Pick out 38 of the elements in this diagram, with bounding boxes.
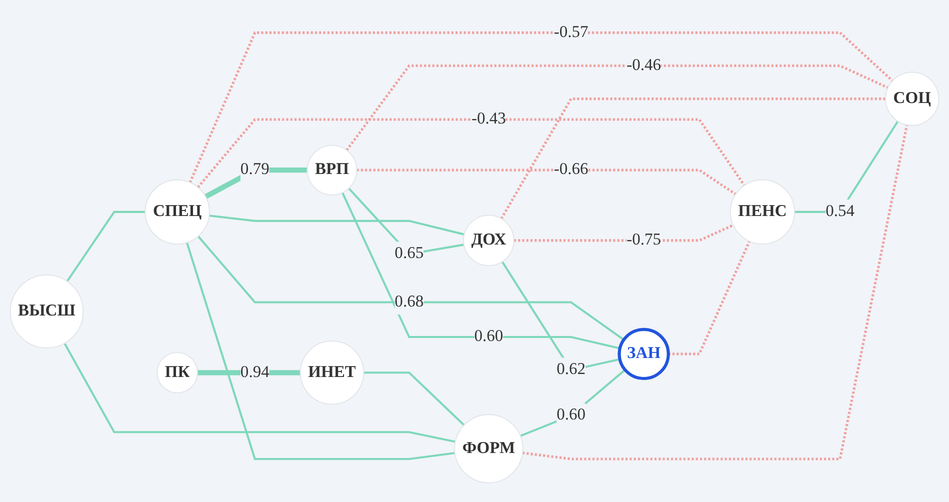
edge-label: -0.57 bbox=[554, 22, 588, 40]
connector bbox=[64, 342, 456, 442]
node-circle: ВРП bbox=[306, 144, 358, 195]
edge-label: 0.62 bbox=[556, 360, 586, 378]
node-circle: СОЦ bbox=[885, 71, 940, 126]
connector bbox=[522, 124, 908, 460]
edge-label: 0.60 bbox=[556, 406, 586, 424]
node-circle: ДОХ bbox=[463, 214, 514, 266]
edge-label: 0.94 bbox=[240, 362, 270, 380]
connector bbox=[356, 168, 736, 195]
connector bbox=[186, 242, 456, 460]
connector bbox=[500, 97, 886, 219]
connector bbox=[209, 214, 464, 235]
connector bbox=[197, 235, 624, 340]
node-circle: ПЕНС bbox=[730, 178, 796, 244]
edge-label: 0.60 bbox=[474, 327, 504, 345]
connector bbox=[520, 368, 626, 436]
edge-label: 0.68 bbox=[394, 292, 424, 310]
edge-label: -0.46 bbox=[626, 56, 662, 74]
node-circle: ИНЕТ bbox=[300, 340, 364, 404]
edge-label: 0.54 bbox=[826, 202, 855, 220]
node-circle: ФОРМ bbox=[454, 414, 524, 483]
edge-label: -0.75 bbox=[626, 230, 662, 248]
edge-label: -0.66 bbox=[554, 160, 588, 178]
connector bbox=[196, 118, 746, 188]
edge-label: -0.43 bbox=[471, 110, 506, 128]
node-circle: ПК bbox=[156, 351, 198, 393]
connector bbox=[346, 64, 888, 150]
connector bbox=[668, 240, 751, 355]
node-circle: ЗАН bbox=[618, 327, 670, 380]
connector bbox=[341, 192, 620, 349]
node-circle: ВЫСШ bbox=[10, 274, 84, 348]
connector bbox=[364, 371, 465, 426]
edge-label: 0.65 bbox=[394, 244, 424, 262]
connector bbox=[66, 210, 146, 282]
node-circle: СПЕЦ bbox=[144, 178, 210, 244]
connector bbox=[188, 30, 894, 182]
edge-label: 0.79 bbox=[240, 160, 270, 178]
